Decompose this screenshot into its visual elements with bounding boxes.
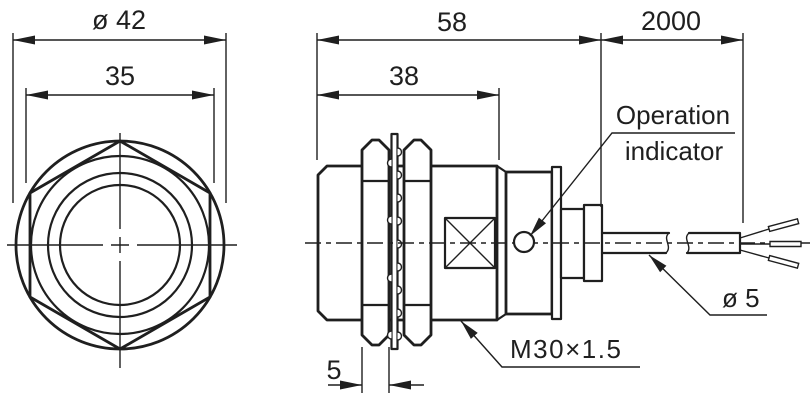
cable-break-line xyxy=(665,232,670,254)
thread-circle xyxy=(46,171,194,319)
washer-teeth-right xyxy=(397,147,403,341)
leader-thread-spec: M30×1.5 xyxy=(460,320,640,368)
leader-cable-diameter: ø 5 xyxy=(648,254,767,316)
dimension-thread-length: 38 xyxy=(317,61,500,160)
front-view-centerlines xyxy=(7,133,237,368)
dimension-overall-length: 58 xyxy=(316,7,602,207)
arrowhead xyxy=(579,35,601,45)
arrowhead xyxy=(530,217,546,236)
arrowhead xyxy=(649,255,667,273)
cable-break-line xyxy=(685,232,690,254)
across-flats-label: 35 xyxy=(105,61,135,91)
arrowhead xyxy=(317,35,339,45)
arrowhead xyxy=(317,90,339,100)
operation-indicator-label-line1: Operation xyxy=(616,100,730,130)
leader-operation-indicator: Operation indicator xyxy=(529,100,735,237)
thread-length-label: 38 xyxy=(389,61,419,91)
wire-terminal xyxy=(767,217,800,233)
thread-spec-label: M30×1.5 xyxy=(510,334,622,364)
arrowhead xyxy=(389,380,411,390)
arrowhead xyxy=(192,90,214,100)
dimension-cable-length: 2000 xyxy=(601,6,744,223)
wire-terminal xyxy=(769,240,802,248)
wire-terminal xyxy=(767,254,800,270)
cable-length-label: 2000 xyxy=(641,6,701,36)
cable xyxy=(600,217,802,270)
sensing-face-circle xyxy=(58,183,182,307)
operation-indicator-label-line2: indicator xyxy=(625,136,724,166)
wire-leads xyxy=(739,217,802,270)
dimension-across-flats: 35 xyxy=(25,61,215,183)
arrowhead xyxy=(721,35,743,45)
arrowhead xyxy=(26,90,48,100)
overall-length-label: 58 xyxy=(437,7,467,37)
outer-diameter-label: ø 42 xyxy=(92,5,146,35)
dimension-nut-thickness: 5 xyxy=(326,347,424,393)
nut-thickness-label: 5 xyxy=(326,355,341,385)
nut-facet-lines xyxy=(360,179,391,307)
operation-indicator-led xyxy=(512,230,536,254)
hex-nut-outline xyxy=(28,139,212,351)
front-view: ø 42 35 xyxy=(7,5,237,368)
arrowhead xyxy=(477,90,499,100)
washer-teeth-left xyxy=(386,158,392,340)
nut-facet-lines xyxy=(402,179,433,307)
mounting-nut-rear xyxy=(402,138,433,347)
cap-chamfer xyxy=(495,164,508,322)
arrowhead xyxy=(461,321,478,339)
arrowhead xyxy=(13,35,35,45)
arrowhead xyxy=(340,380,362,390)
arrowhead xyxy=(204,35,226,45)
side-view: 58 38 2000 5 Operation indica xyxy=(305,6,810,393)
dimension-outer-diameter: ø 42 xyxy=(12,5,227,203)
arrowhead xyxy=(601,35,623,45)
cable-diameter-label: ø 5 xyxy=(722,283,760,313)
toothed-washer xyxy=(386,132,403,351)
nut-flats-circle xyxy=(29,154,211,336)
